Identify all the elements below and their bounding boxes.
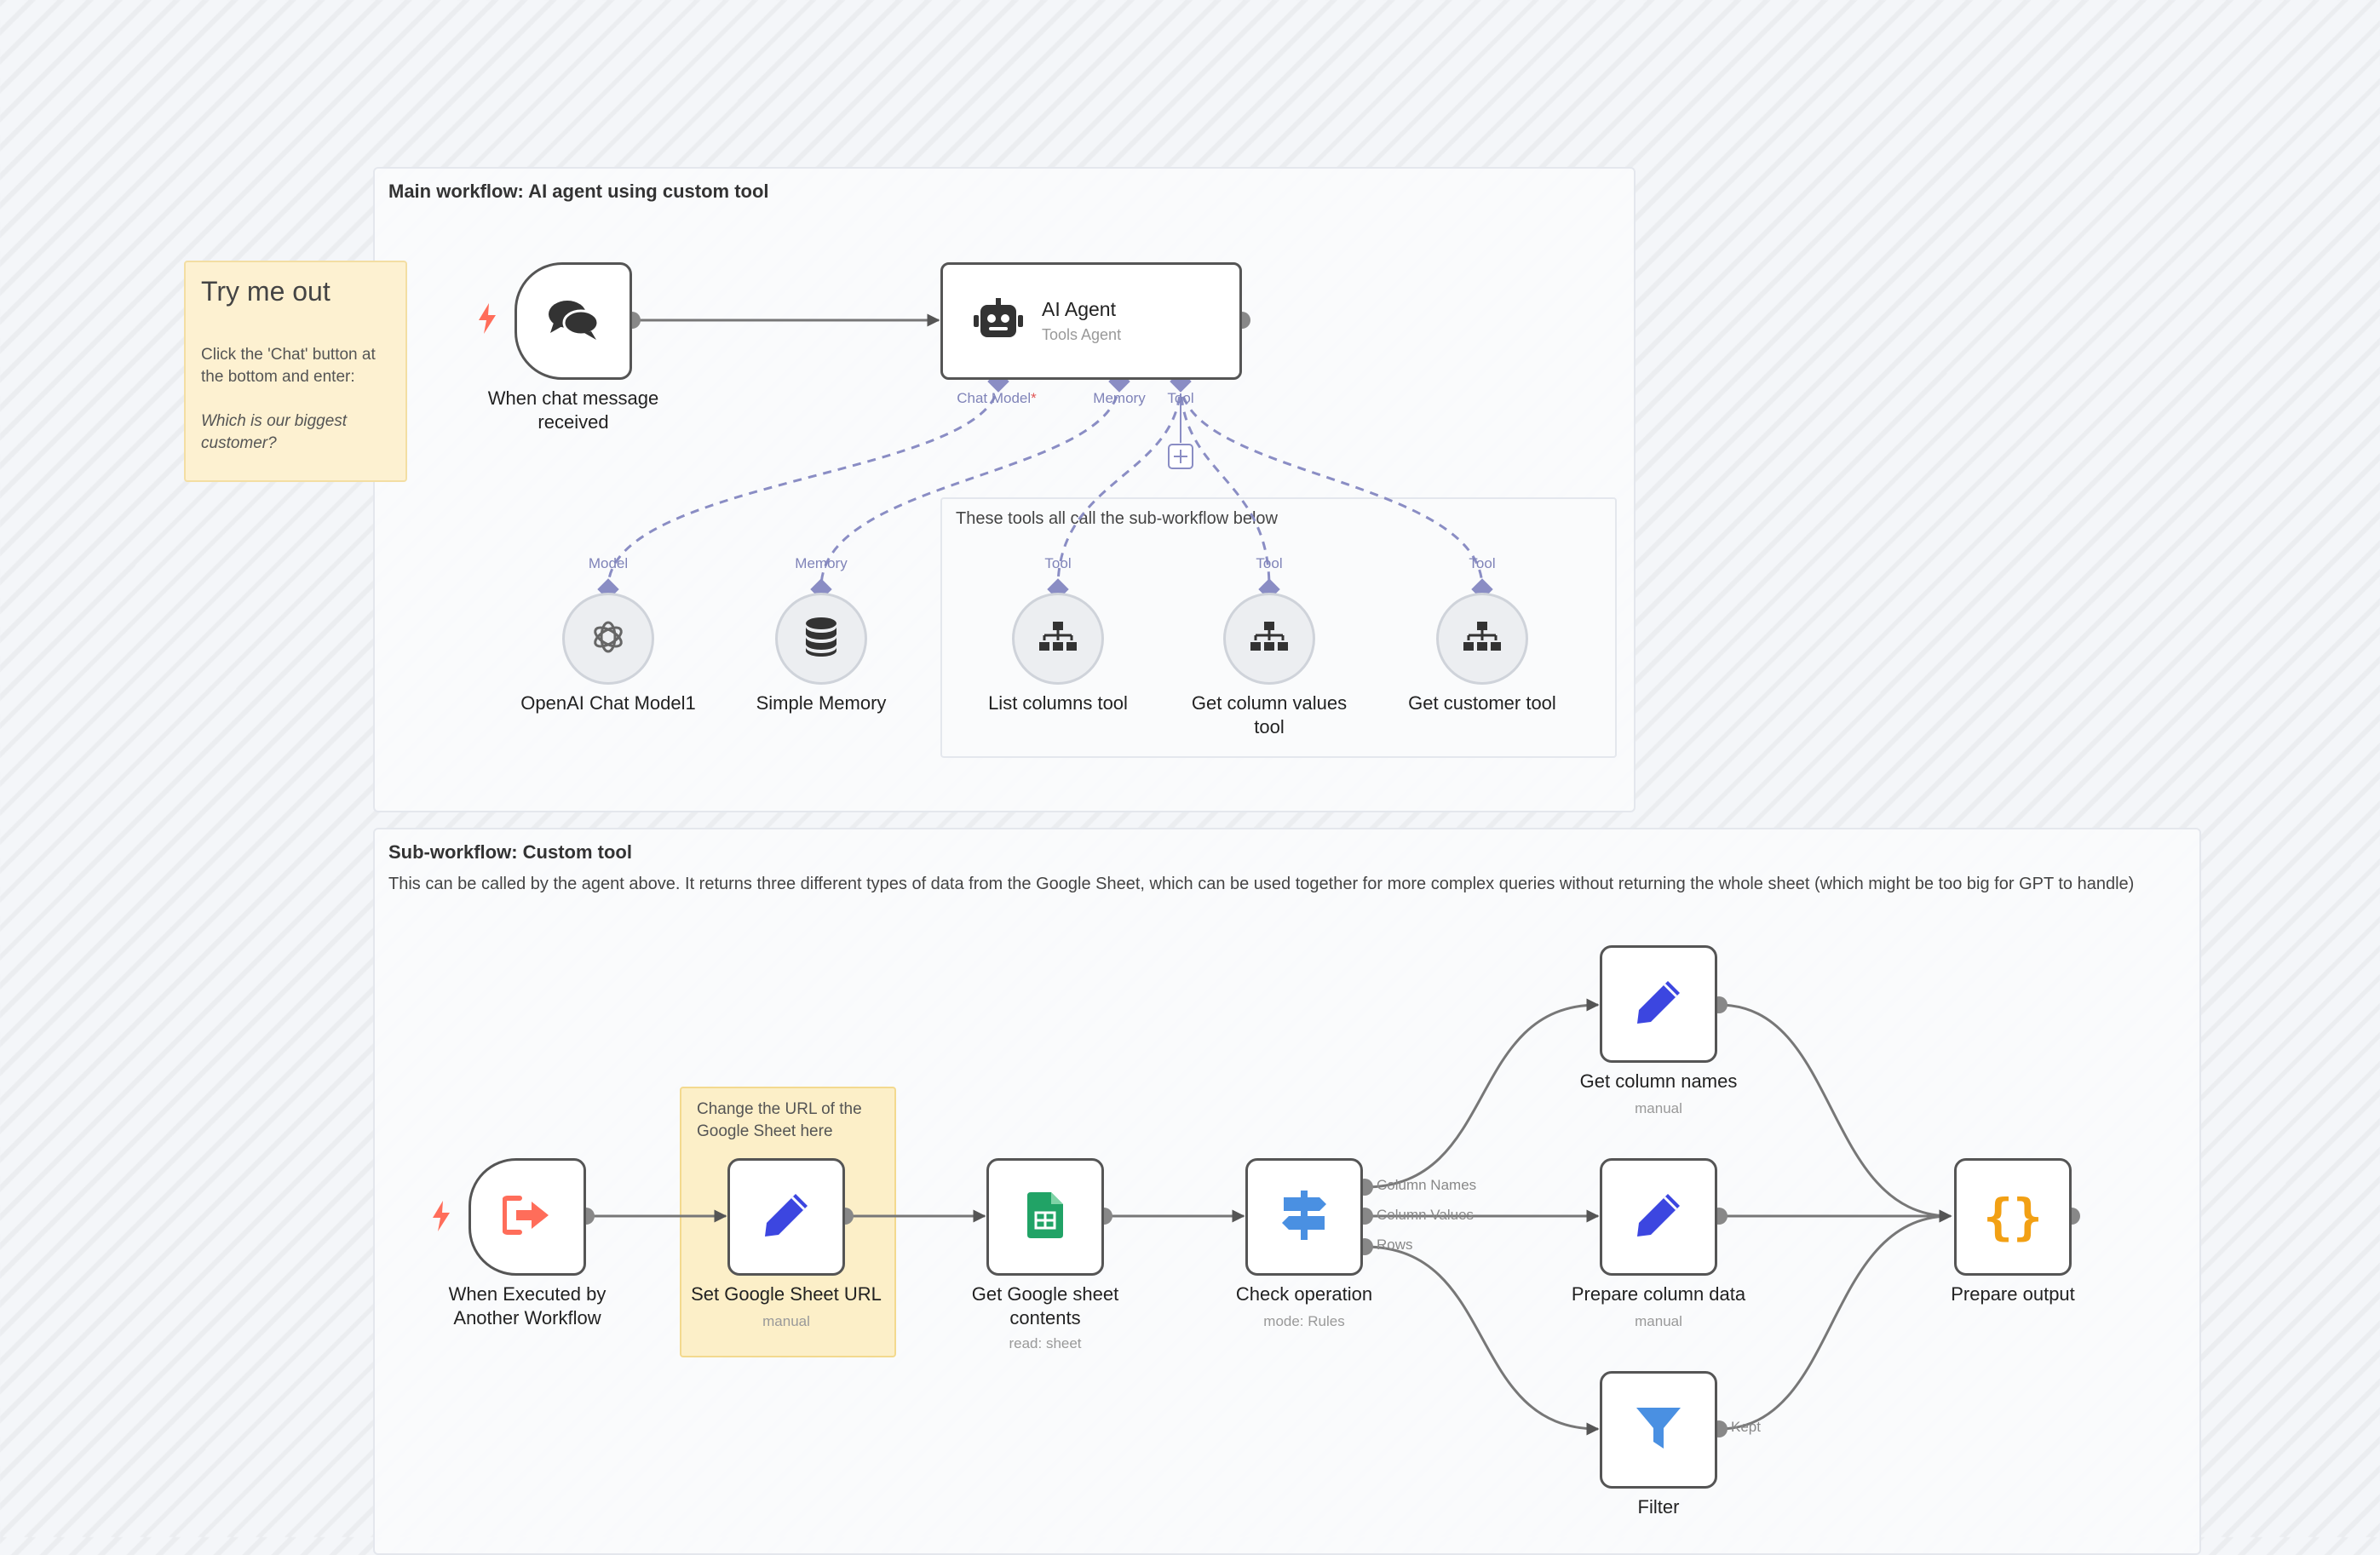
sticky-instruction: Click the 'Chat' button at the bottom an… [201, 346, 376, 386]
output-label-rows: Rows [1377, 1237, 1413, 1253]
signpost-icon [1280, 1190, 1328, 1244]
sign-in-icon [502, 1195, 552, 1240]
code-braces-icon: {} [1983, 1188, 2043, 1246]
node-get-sheet-label: Get Google sheet contents [971, 1283, 1119, 1328]
node-prepare-column-data[interactable] [1600, 1158, 1717, 1276]
node-set-url-sub: manual [762, 1313, 810, 1329]
openai-icon [588, 617, 629, 662]
edge-tool-values [1179, 381, 1271, 588]
edge-check-to-filter [1364, 1245, 1600, 1436]
node-simple-memory[interactable] [775, 593, 867, 685]
node-exec-trigger[interactable] [469, 1158, 586, 1276]
trigger-bolt-icon [431, 1201, 451, 1236]
node-get-col-names-label: Get column names [1579, 1070, 1738, 1092]
sticky-example-question: Which is our biggest customer? [201, 412, 348, 452]
node-get-column-values-tool[interactable] [1223, 593, 1315, 685]
pencil-icon [1634, 978, 1683, 1031]
output-label-kept: Kept [1731, 1419, 1761, 1435]
node-exec-trigger-label: When Executed by Another Workflow [448, 1283, 606, 1328]
node-chat-trigger[interactable] [515, 262, 632, 380]
node-get-customer-tool[interactable] [1436, 593, 1528, 685]
port-label-chat-model: Chat Model* [957, 390, 1037, 406]
input-label-tool-list: Tool [1044, 555, 1072, 571]
pencil-icon [762, 1191, 811, 1244]
robot-icon [974, 297, 1023, 345]
output-label-column-names: Column Names [1377, 1177, 1477, 1193]
input-label-tool-customer: Tool [1469, 555, 1496, 571]
main-workflow-title: Main workflow: AI agent using custom too… [388, 181, 769, 202]
input-label-model: Model [588, 555, 629, 571]
sitemap-icon [1463, 621, 1501, 657]
edge-tool-list [1056, 381, 1182, 588]
node-filter-label: Filter [1637, 1496, 1680, 1518]
tools-box-title: These tools all call the sub-workflow be… [956, 509, 1278, 528]
node-check-op-label: Check operation [1235, 1283, 1373, 1305]
input-label-tool-values: Tool [1256, 555, 1283, 571]
google-sheets-icon [1027, 1191, 1063, 1242]
sitemap-icon [1250, 621, 1288, 657]
ai-agent-title: AI Agent [1042, 298, 1116, 320]
sticky-title: Try me out [201, 276, 331, 307]
sub-workflow-title: Sub-workflow: Custom tool [388, 841, 632, 863]
sticky-note-try-me-out[interactable]: Try me out Click the 'Chat' button at th… [184, 261, 407, 482]
edge-tool-customer [1179, 381, 1484, 588]
sub-workflow-description: This can be called by the agent above. I… [388, 875, 2135, 893]
node-prep-output-label: Prepare output [1951, 1283, 2075, 1305]
edge-memory [819, 381, 1121, 588]
node-prep-col-data-sub: manual [1635, 1313, 1682, 1329]
output-label-column-values: Column Values [1377, 1207, 1475, 1223]
node-get-col-names-sub: manual [1635, 1100, 1682, 1116]
node-ai-agent[interactable]: AI Agent Tools Agent [940, 262, 1242, 380]
node-openai-chat-model[interactable] [562, 593, 654, 685]
funnel-icon [1635, 1404, 1682, 1456]
node-get-sheet-sub: read: sheet [1009, 1335, 1082, 1351]
input-label-memory: Memory [795, 555, 848, 571]
edge-check-to-colnames [1364, 998, 1600, 1189]
node-get-google-sheet[interactable] [986, 1158, 1104, 1276]
trigger-bolt-icon [477, 303, 497, 338]
node-get-column-values-label: Get column values tool [1191, 692, 1348, 737]
node-memory-label: Simple Memory [756, 692, 887, 714]
database-icon [805, 617, 837, 661]
port-label-memory: Memory [1093, 390, 1146, 406]
node-get-column-names[interactable] [1600, 945, 1717, 1063]
node-check-op-sub: mode: Rules [1263, 1313, 1345, 1329]
port-label-tool: Tool [1167, 390, 1194, 406]
edge-filter-to-output [1718, 1209, 1952, 1431]
sticky-url-text: Change the URL of the Google Sheet here [697, 1100, 862, 1140]
sitemap-icon [1039, 621, 1077, 657]
edge-colnames-to-output [1718, 1003, 1952, 1223]
node-list-columns-label: List columns tool [988, 692, 1128, 714]
edge-model [606, 381, 1000, 588]
node-list-columns-tool[interactable] [1012, 593, 1104, 685]
node-get-customer-label: Get customer tool [1408, 692, 1556, 714]
node-prep-col-data-label: Prepare column data [1571, 1283, 1746, 1305]
chat-bubbles-icon [547, 297, 600, 346]
node-prepare-output[interactable]: {} [1954, 1158, 2072, 1276]
node-set-google-sheet-url[interactable] [727, 1158, 845, 1276]
node-chat-trigger-label: When chat message received [487, 387, 659, 433]
node-check-operation[interactable] [1245, 1158, 1363, 1276]
node-set-url-label: Set Google Sheet URL [691, 1283, 882, 1305]
ai-agent-subtitle: Tools Agent [1042, 326, 1122, 343]
node-filter[interactable] [1600, 1371, 1717, 1489]
pencil-icon [1634, 1191, 1683, 1244]
node-openai-label: OpenAI Chat Model1 [520, 692, 696, 714]
